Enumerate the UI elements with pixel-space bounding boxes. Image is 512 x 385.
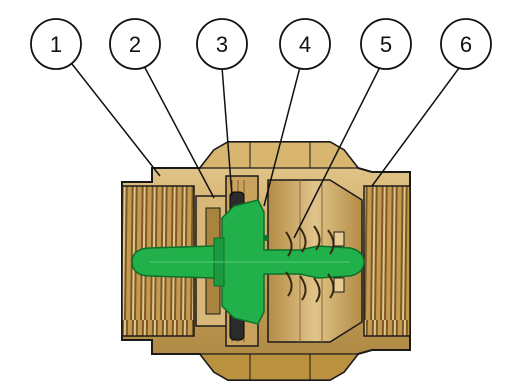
leader-lines (71, 63, 463, 239)
callout-5: 5 (360, 18, 412, 70)
callout-5-label: 5 (380, 32, 392, 57)
callout-3: 3 (196, 18, 248, 70)
leader-line-3 (221, 66, 233, 197)
leader-line-6 (371, 63, 463, 187)
callout-2: 2 (109, 18, 161, 70)
outlet-thread (363, 185, 411, 337)
callout-6: 6 (440, 18, 492, 70)
callout-6-label: 6 (460, 32, 472, 57)
poppet-disc (131, 199, 365, 325)
callout-4: 4 (279, 18, 331, 70)
callout-1: 1 (30, 18, 82, 70)
callout-1-label: 1 (50, 32, 62, 57)
leader-line-2 (142, 63, 215, 199)
leader-line-4 (263, 66, 301, 207)
callout-3-label: 3 (216, 32, 228, 57)
leader-line-5 (293, 66, 381, 239)
callout-4-label: 4 (299, 32, 311, 57)
callout-2-label: 2 (129, 32, 141, 57)
leader-line-1 (71, 63, 161, 177)
spring (285, 225, 345, 303)
